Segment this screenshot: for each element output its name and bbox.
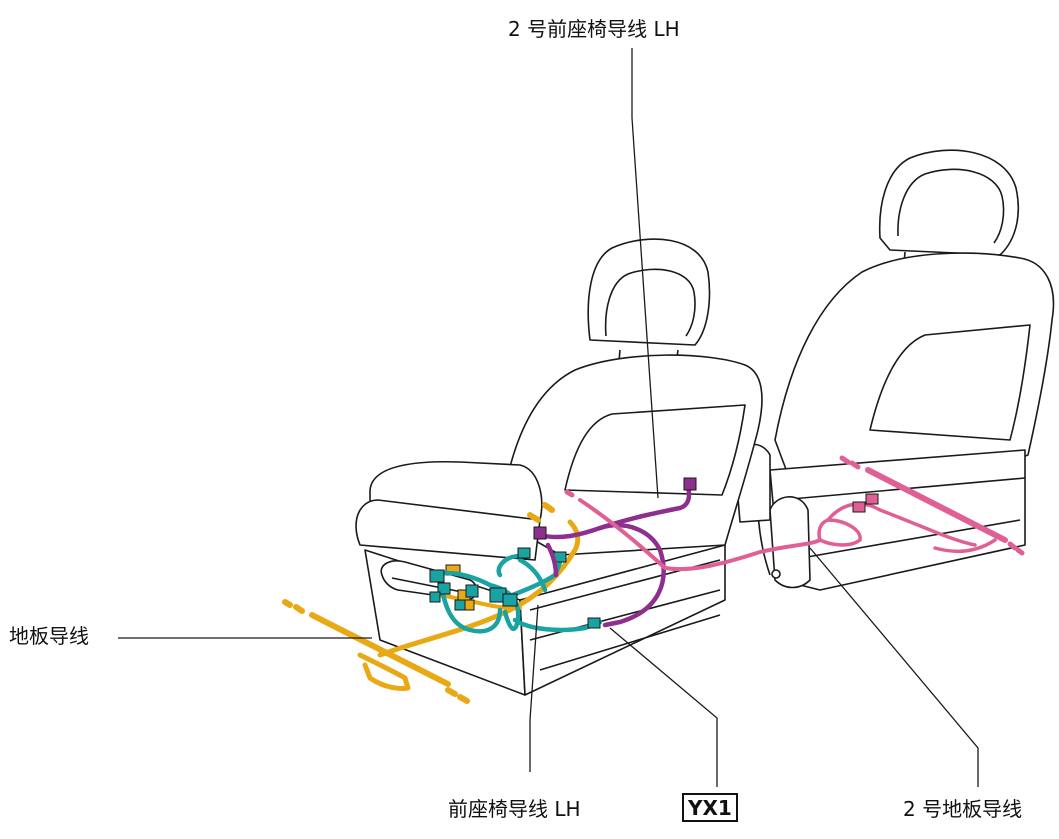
- front-seat-wire-no2-lh-label: 2 号前座椅导线 LH: [508, 17, 680, 41]
- front-seat-wire-connectors: [429, 547, 601, 629]
- right-seat: [734, 149, 1055, 591]
- floor-wire-no2-harness: [564, 455, 1025, 572]
- left-seat: [355, 238, 763, 696]
- front-seat-wire-lh-label: 前座椅导线 LH: [448, 797, 581, 821]
- floor-wire-no2-connectors: [852, 493, 879, 513]
- front-seat-wire-no2-harness: [537, 482, 692, 628]
- floor-wire-harness: [282, 502, 581, 704]
- front-seat-wire-no2-connectors: [533, 477, 697, 540]
- floor-wire-no2-label: 2 号地板导线: [903, 797, 1023, 821]
- leader-lines: [118, 48, 979, 787]
- floor-wire-label: 地板导线: [9, 624, 89, 648]
- connector-code-box: YX1: [682, 793, 738, 822]
